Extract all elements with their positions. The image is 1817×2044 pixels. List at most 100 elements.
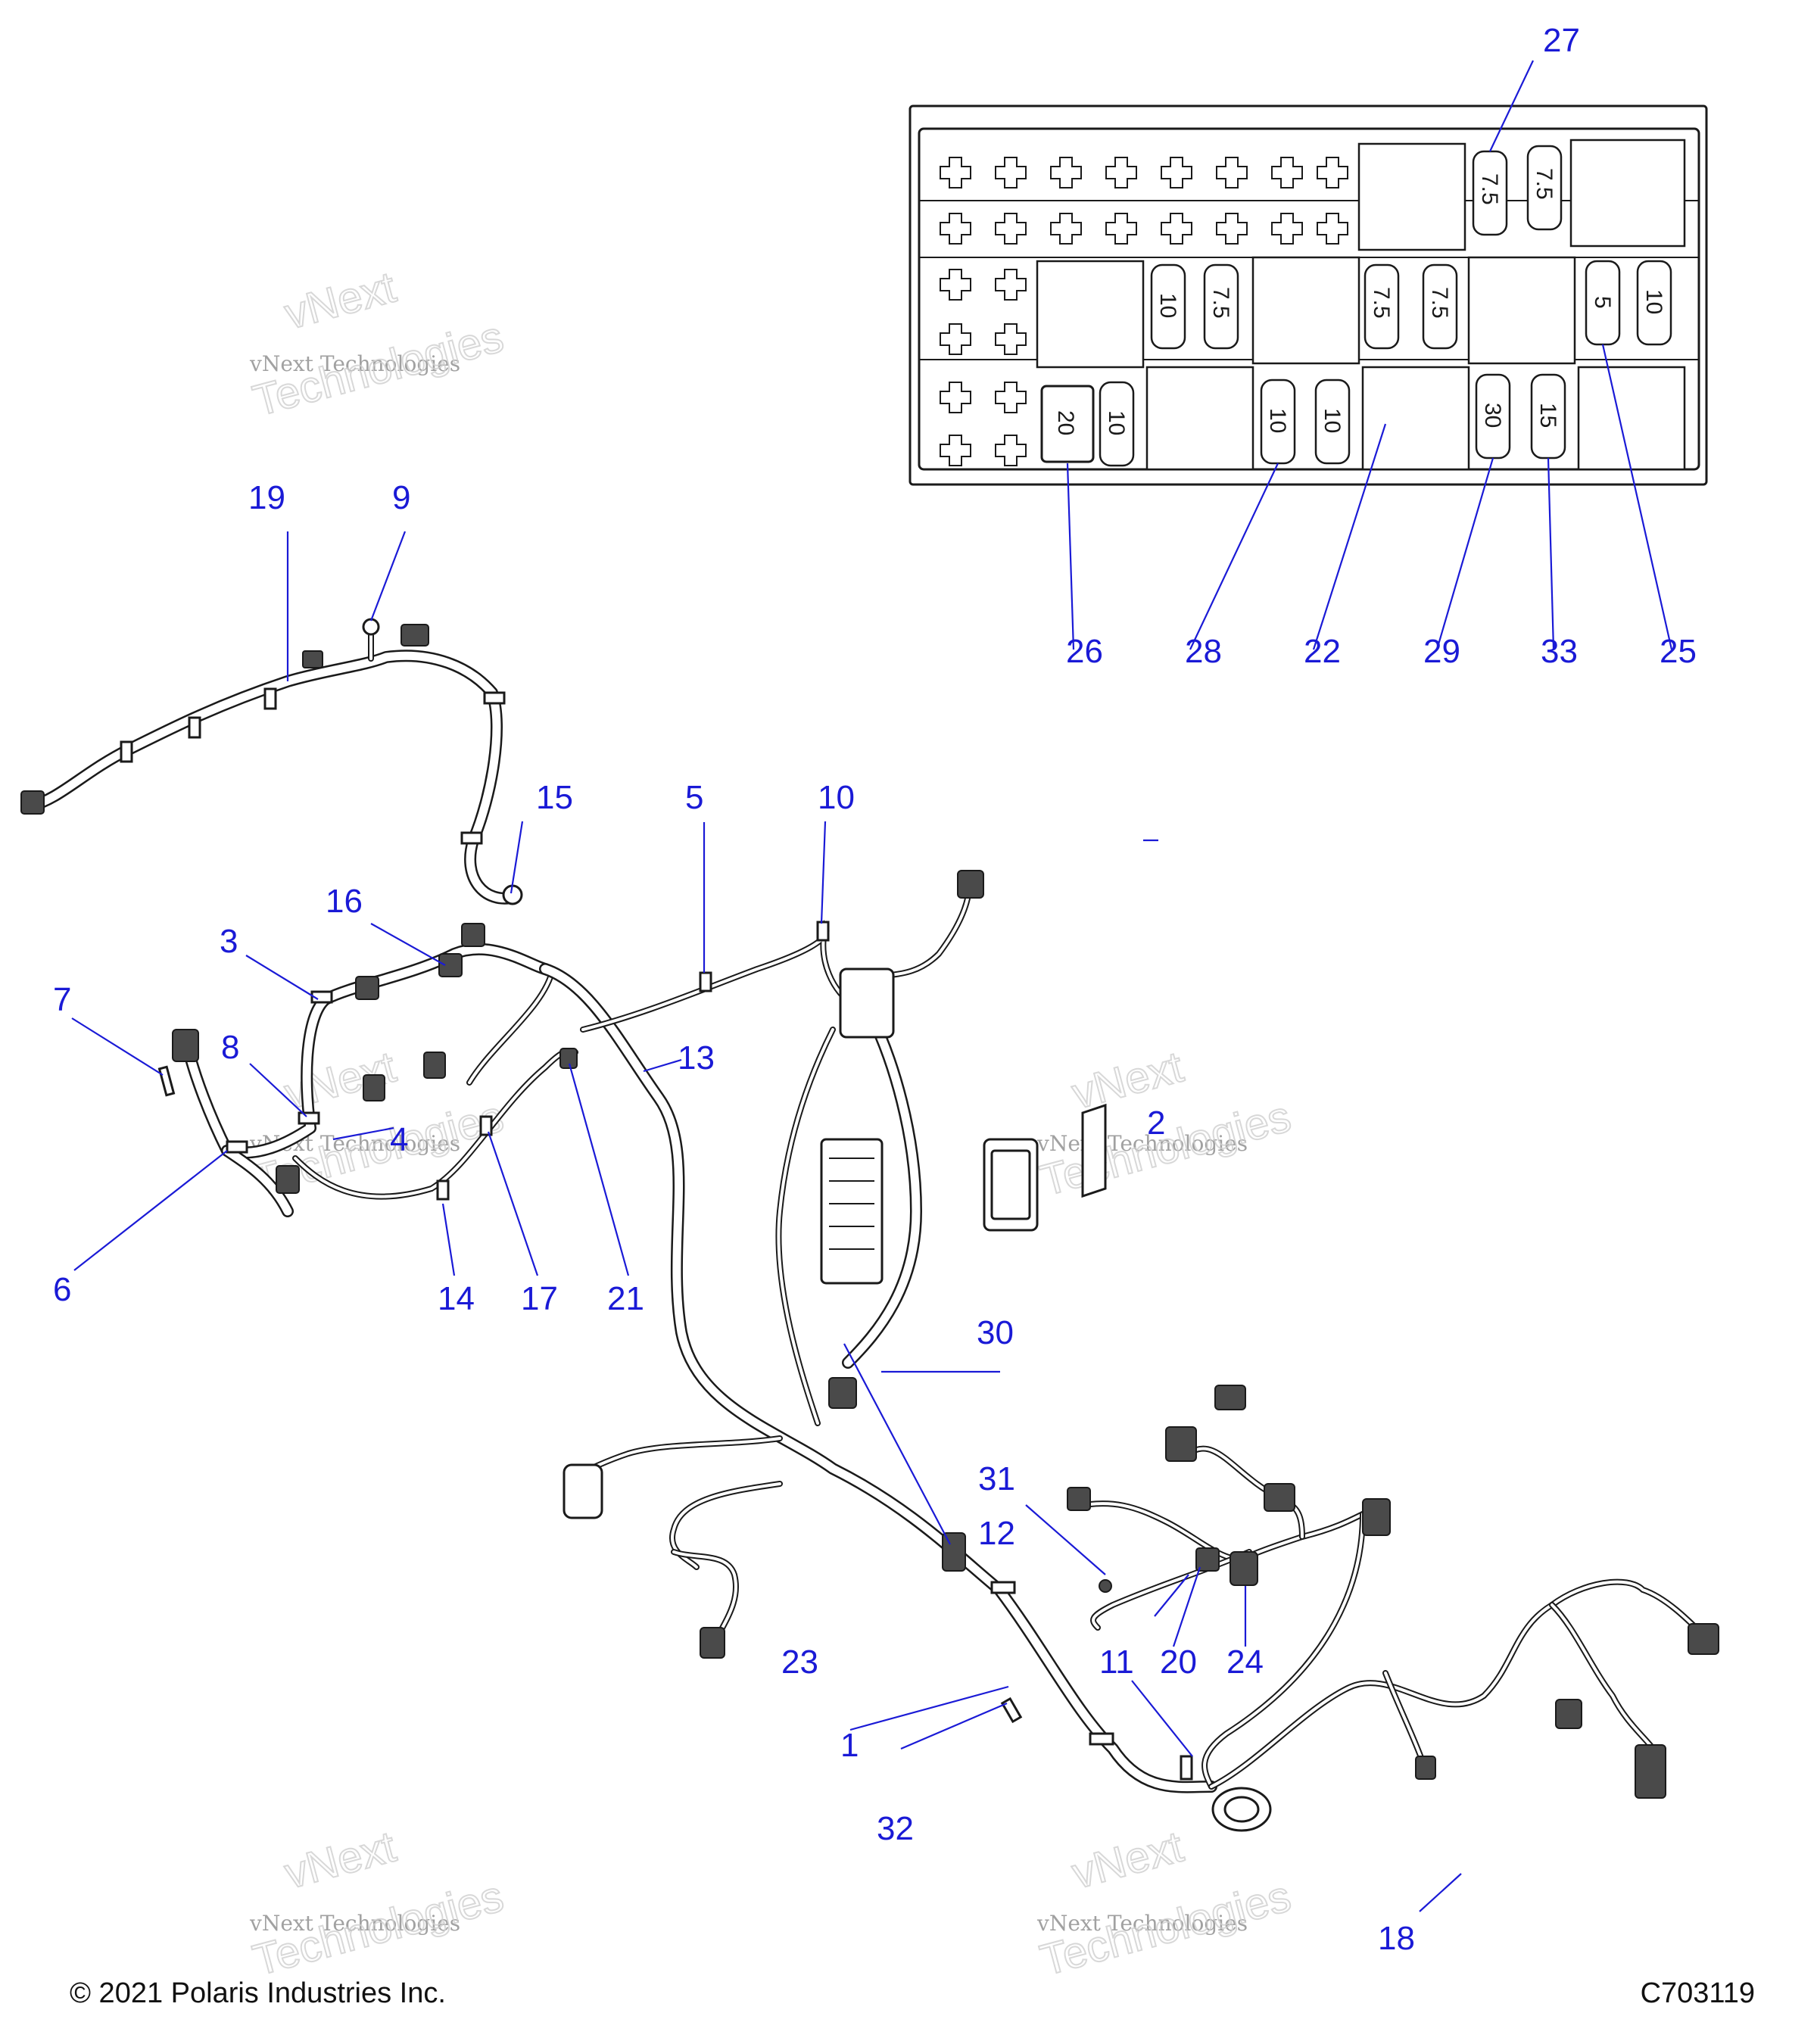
clip bbox=[1089, 1732, 1114, 1746]
watermark-5: vNext vNext Technologies Technologies bbox=[248, 1821, 510, 1986]
callout-5: 5 bbox=[685, 779, 703, 816]
callout-20: 20 bbox=[1160, 1644, 1197, 1681]
fuse-15: 15 bbox=[1530, 373, 1566, 460]
watermarks: vNext vNext Technologies Technologies vN… bbox=[248, 262, 1297, 1986]
svg-text:5: 5 bbox=[1590, 296, 1615, 309]
svg-text:Technologies: Technologies bbox=[248, 312, 509, 425]
callout-31: 31 bbox=[978, 1460, 1015, 1497]
svg-text:vNext: vNext bbox=[1067, 1822, 1188, 1899]
relay-cavity bbox=[1036, 260, 1145, 369]
svg-text:7.5: 7.5 bbox=[1208, 287, 1233, 319]
connector-31 bbox=[1067, 1487, 1091, 1511]
relay-cavity bbox=[1361, 366, 1470, 471]
connector bbox=[1555, 1699, 1582, 1729]
relay-cavity bbox=[1569, 139, 1686, 248]
fuse-10-d: 10 bbox=[1260, 379, 1296, 465]
callout-25: 25 bbox=[1660, 633, 1697, 670]
callout-15: 15 bbox=[536, 779, 573, 816]
connector bbox=[1635, 1744, 1666, 1799]
clip-14 bbox=[436, 1179, 450, 1201]
connector-20 bbox=[1195, 1547, 1220, 1572]
svg-text:7.5: 7.5 bbox=[1477, 173, 1502, 205]
callout-18: 18 bbox=[1378, 1920, 1415, 1957]
svg-text:10: 10 bbox=[1265, 408, 1290, 433]
svg-text:vNext: vNext bbox=[279, 1822, 400, 1899]
svg-text:Technologies: Technologies bbox=[248, 1871, 509, 1985]
fuse-10-e: 10 bbox=[1314, 379, 1351, 465]
ecu-connector bbox=[839, 967, 895, 1039]
fuse-20: 20 bbox=[1040, 385, 1095, 463]
callout-27: 27 bbox=[1543, 22, 1580, 59]
callout-12: 12 bbox=[978, 1515, 1015, 1552]
callout-17: 17 bbox=[521, 1280, 558, 1317]
callout-24: 24 bbox=[1226, 1644, 1264, 1681]
svg-text:10: 10 bbox=[1104, 410, 1129, 435]
callout-19: 19 bbox=[248, 479, 285, 516]
terminal-cavities bbox=[940, 157, 1348, 466]
callout-16: 16 bbox=[326, 883, 363, 920]
fuse-5: 5 bbox=[1585, 260, 1621, 346]
relay-cavity bbox=[1145, 366, 1254, 471]
relay-cavity bbox=[1357, 142, 1466, 251]
callout-10: 10 bbox=[818, 779, 855, 816]
watermark-1: vNext vNext Technologies Technologies bbox=[248, 262, 510, 427]
svg-text:7.5: 7.5 bbox=[1532, 168, 1557, 200]
clip-17 bbox=[479, 1115, 493, 1136]
connector bbox=[400, 624, 429, 647]
clip bbox=[460, 831, 483, 845]
svg-text:vNext: vNext bbox=[279, 263, 400, 339]
svg-text:vNext Technologies: vNext Technologies bbox=[1036, 1131, 1248, 1156]
sensor-12 bbox=[1099, 1579, 1112, 1593]
connector bbox=[1165, 1426, 1197, 1462]
svg-text:vNext: vNext bbox=[1067, 1042, 1188, 1119]
callout-22: 22 bbox=[1304, 633, 1341, 670]
svg-text:Technologies: Technologies bbox=[1036, 1871, 1296, 1985]
connector bbox=[461, 923, 485, 947]
grommet-18 bbox=[1211, 1787, 1272, 1832]
relay-cavity bbox=[1467, 256, 1576, 365]
callout-29: 29 bbox=[1423, 633, 1460, 670]
callout-4: 4 bbox=[390, 1121, 408, 1158]
clip-5 bbox=[699, 971, 712, 992]
callout-1: 1 bbox=[840, 1727, 859, 1764]
callout-6: 6 bbox=[53, 1271, 71, 1308]
ground-eyelet bbox=[362, 618, 380, 636]
clip-8 bbox=[298, 1111, 320, 1125]
clip bbox=[483, 691, 506, 705]
callout-32: 32 bbox=[877, 1810, 914, 1847]
sensor-21 bbox=[559, 1048, 578, 1069]
svg-text:30: 30 bbox=[1480, 403, 1505, 428]
svg-text:7.5: 7.5 bbox=[1427, 287, 1452, 319]
connector bbox=[1214, 1385, 1246, 1410]
callout-30: 30 bbox=[977, 1314, 1014, 1351]
clip bbox=[120, 740, 133, 763]
left-harness-branch bbox=[157, 923, 578, 1217]
drawing-number: C703119 bbox=[1640, 1977, 1755, 2009]
connector bbox=[363, 1074, 385, 1101]
main-harness bbox=[539, 870, 1719, 1832]
svg-text:vNext Technologies: vNext Technologies bbox=[249, 351, 460, 376]
clip-1 bbox=[990, 1581, 1016, 1594]
connector bbox=[423, 1052, 446, 1079]
clip-10 bbox=[816, 921, 830, 942]
copyright-notice: © 2021 Polaris Industries Inc. bbox=[70, 1977, 446, 2009]
callout-13: 13 bbox=[678, 1039, 715, 1077]
fuse-30: 30 bbox=[1475, 373, 1511, 460]
callout-14: 14 bbox=[438, 1280, 475, 1317]
connector-24 bbox=[1230, 1551, 1258, 1586]
relay-cavity bbox=[1577, 366, 1686, 471]
relay-cavity bbox=[1251, 256, 1360, 365]
svg-text:Technologies: Technologies bbox=[1036, 1092, 1296, 1205]
clip-3 bbox=[310, 990, 333, 1004]
svg-text:10: 10 bbox=[1641, 289, 1666, 314]
connector bbox=[700, 1627, 725, 1659]
relay-cavities bbox=[1036, 139, 1686, 471]
bracket-7 bbox=[157, 1065, 176, 1097]
clip-11 bbox=[1180, 1755, 1193, 1781]
connector bbox=[563, 1463, 603, 1519]
callout-8: 8 bbox=[221, 1029, 239, 1066]
callout-21: 21 bbox=[607, 1280, 644, 1317]
connector bbox=[20, 790, 45, 815]
clip bbox=[188, 716, 201, 739]
